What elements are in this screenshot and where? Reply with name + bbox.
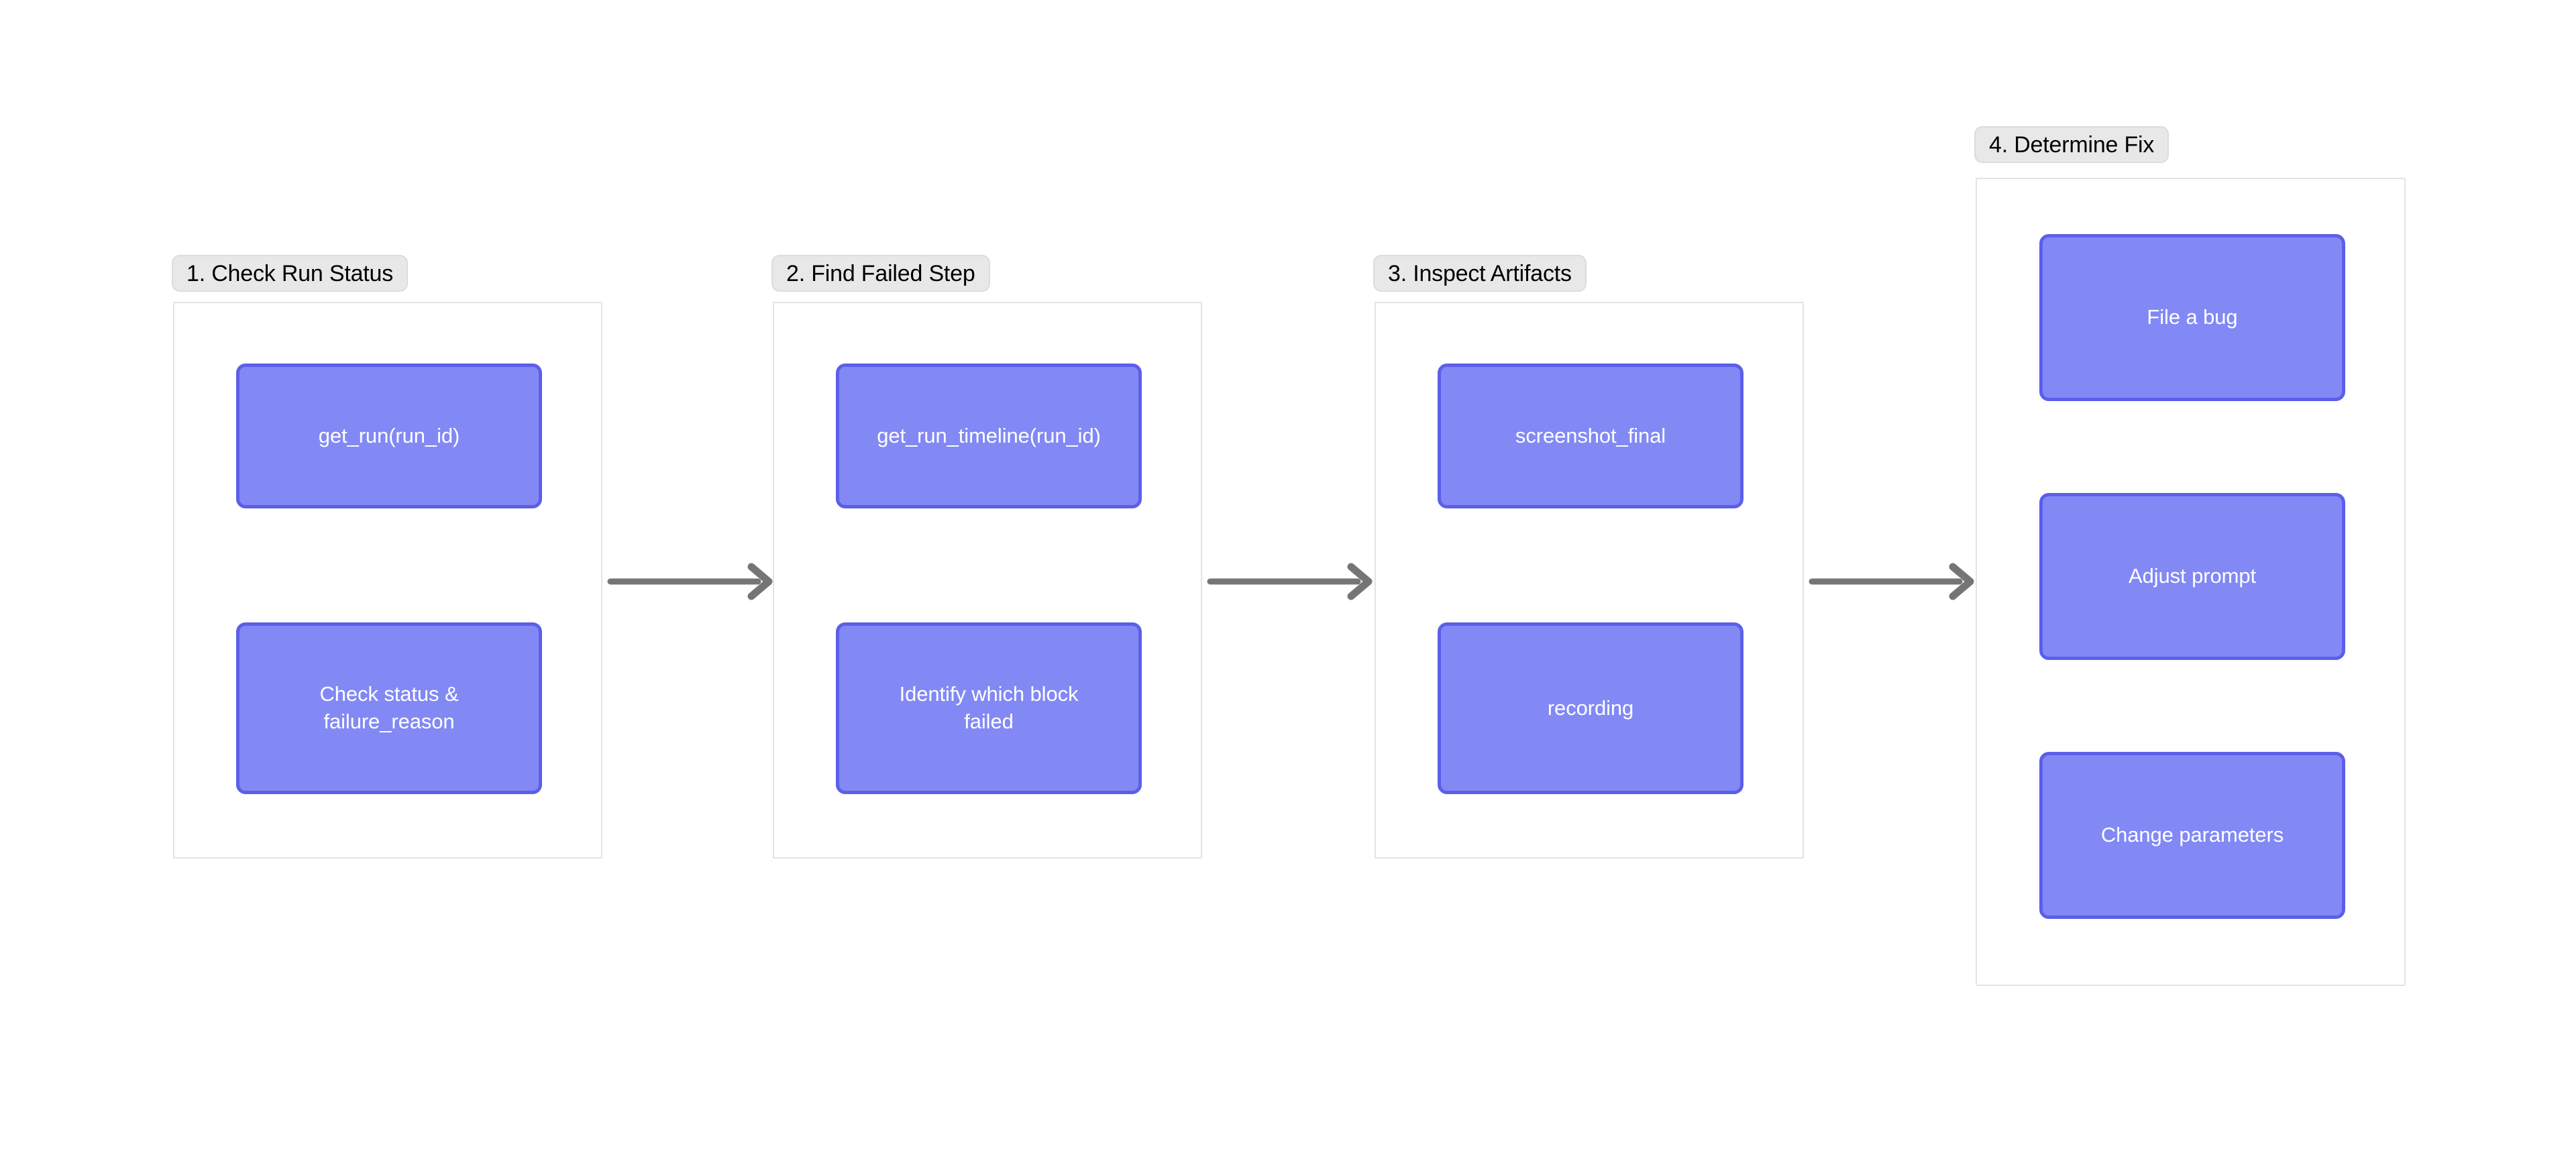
arrow-group2-to-group3 [1207,563,1373,600]
node-identify-block[interactable]: Identify which block failed [836,622,1142,794]
node-label: screenshot_final [1515,423,1666,447]
node-check-status[interactable]: Check status & failure_reason [236,622,542,794]
group-title-determine-fix: 4. Determine Fix [1974,126,2169,163]
node-label: Identify which block failed [899,682,1079,733]
node-label: File a bug [2147,305,2238,329]
node-screenshot-final[interactable]: screenshot_final [1438,364,1743,508]
node-label: get_run_timeline(run_id) [877,423,1101,447]
node-get-run-timeline[interactable]: get_run_timeline(run_id) [836,364,1142,508]
node-label: recording [1547,696,1634,720]
node-label: Change parameters [2100,823,2284,847]
group-title-inspect-artifacts: 3. Inspect Artifacts [1373,255,1587,292]
arrow-group1-to-group2 [607,563,773,600]
node-recording[interactable]: recording [1438,622,1743,794]
node-get-run[interactable]: get_run(run_id) [236,364,542,508]
arrow-group3-to-group4 [1809,563,1974,600]
node-label: Adjust prompt [2129,564,2256,588]
node-change-parameters[interactable]: Change parameters [2039,752,2345,919]
node-label: get_run(run_id) [318,423,460,447]
node-label: Check status & failure_reason [319,682,459,733]
node-adjust-prompt[interactable]: Adjust prompt [2039,493,2345,660]
group-title-find-failed-step: 2. Find Failed Step [771,255,990,292]
node-file-a-bug[interactable]: File a bug [2039,234,2345,401]
group-title-check-run-status: 1. Check Run Status [172,255,409,292]
